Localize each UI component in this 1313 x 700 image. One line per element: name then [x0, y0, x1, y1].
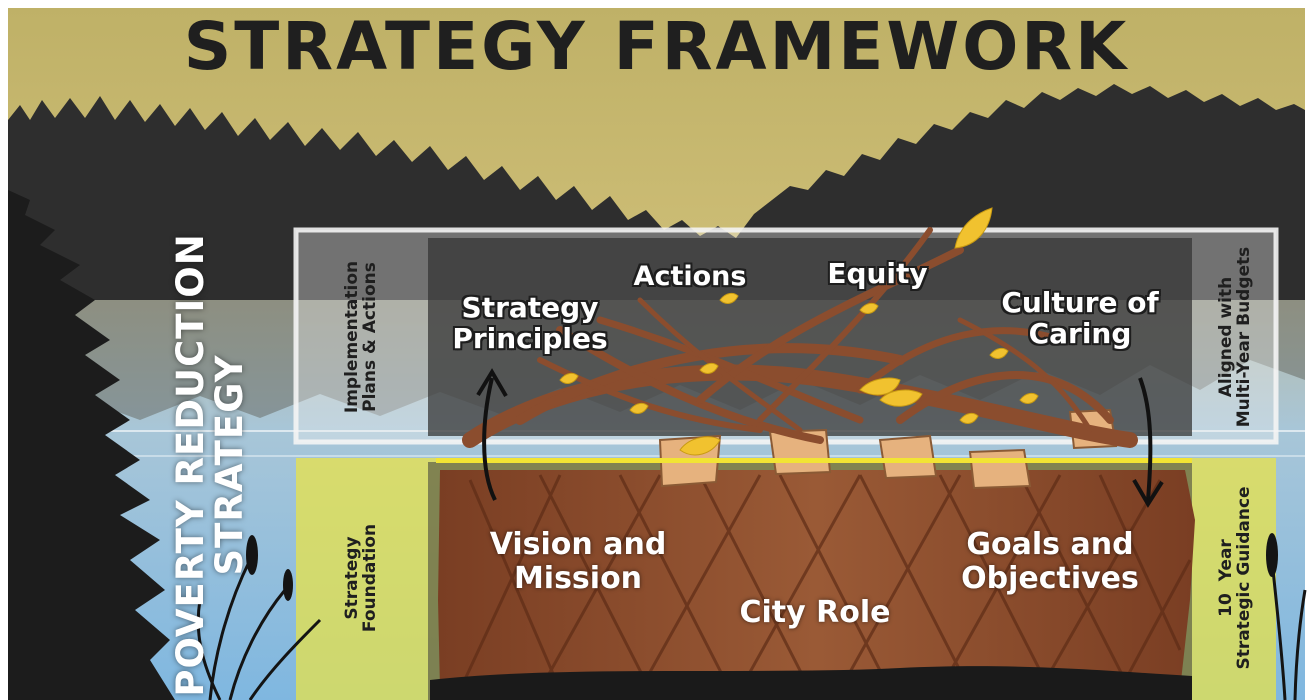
dam-log-pattern: [458, 474, 1192, 691]
label-culture-of-caring: Culture of Caring: [1001, 286, 1159, 351]
label-actions: Actions: [633, 261, 747, 292]
strategic-guidance-label: 10 Year Strategic Guidance: [1216, 486, 1254, 670]
arrow-down-right: [1132, 377, 1164, 508]
dam-body: [438, 470, 1195, 690]
implementation-label: Implementation Plans & Actions: [342, 260, 380, 414]
side-title-line1: POVERTY REDUCTION: [169, 233, 213, 697]
foundation-label: Strategy Foundation: [342, 523, 380, 633]
label-city-role: City Role: [739, 595, 891, 630]
label-goals-objectives: Goals and Objectives: [961, 527, 1139, 596]
label-strategy-principles: Strategy Principles: [452, 291, 608, 356]
leaves: [559, 207, 1039, 456]
side-title: POVERTY REDUCTION STRATEGY: [169, 233, 251, 697]
label-vision-mission: Vision and Mission: [489, 527, 667, 596]
label-equity: Equity: [827, 257, 928, 290]
arrow-up-left: [476, 368, 508, 501]
pine-tree-left: [8, 190, 175, 700]
aligned-budgets-label: Aligned with Multi-Year Budgets: [1216, 246, 1254, 428]
ground: [430, 666, 1192, 700]
branches: [462, 227, 1138, 448]
page-title: STRATEGY FRAMEWORK: [183, 8, 1130, 85]
reeds-left: [196, 559, 322, 700]
side-title-line2: STRATEGY: [208, 354, 251, 576]
